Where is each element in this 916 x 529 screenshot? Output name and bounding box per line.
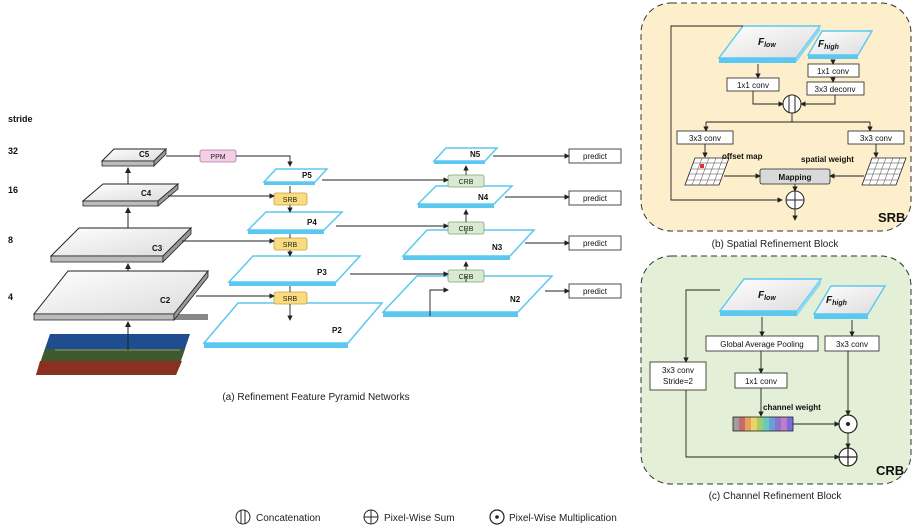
- srb-label-1: SRB: [283, 197, 298, 204]
- legend-mult-icon: [489, 509, 505, 525]
- stride-header: stride: [8, 114, 33, 124]
- p3-label: P3: [317, 268, 327, 277]
- srb-box-2: SRB: [273, 237, 308, 251]
- backbone-c3: C3: [49, 227, 193, 263]
- offset-map-label: offset map: [722, 152, 763, 161]
- stride-4: 4: [8, 292, 13, 302]
- c2-label: C2: [160, 296, 171, 305]
- svg-text:Flow: Flow: [758, 290, 776, 302]
- crb-caption: (c) Channel Refinement Block: [709, 491, 843, 502]
- legend-concat-label: Concatenation: [256, 513, 321, 524]
- c4-label: C4: [141, 189, 152, 198]
- srb-f-high-subscript: high: [824, 44, 839, 51]
- svg-text:Fhigh: Fhigh: [826, 295, 847, 307]
- pyramid-p4: P4: [246, 211, 344, 234]
- offset-map-grid: [684, 157, 730, 186]
- spatial-weight-label: spatial weight: [801, 155, 854, 164]
- crb-conv1x1: 1x1 conv: [745, 377, 777, 386]
- srb-caption: (b) Spatial Refinement Block: [712, 239, 840, 250]
- predict-outputs: predict predict predict predict: [568, 148, 622, 299]
- pyramid-p2: P2: [202, 302, 384, 348]
- srb-title: SRB: [878, 210, 905, 225]
- crb-f-low-map: Flow: [718, 278, 823, 316]
- refined-n3: N3: [401, 229, 536, 260]
- srb-f-low-symbol: F: [758, 37, 765, 48]
- srb-conv1x1-high: 1x1 conv: [817, 67, 849, 76]
- crb-box-1: CRB: [447, 174, 485, 188]
- crb-f-high-symbol: F: [826, 295, 833, 306]
- n3-label: N3: [492, 243, 503, 252]
- srb-concat-icon: [782, 94, 802, 114]
- n2-label: N2: [510, 295, 521, 304]
- p4-label: P4: [307, 218, 317, 227]
- srb-f-high-symbol: F: [818, 39, 825, 50]
- spatial-weight-grid: [861, 157, 907, 186]
- ppm-box: PPM: [199, 149, 237, 163]
- crb-f-high-subscript: high: [832, 300, 847, 307]
- crb-panel: Flow Fhigh Global Average Pooling 3x3 co…: [640, 255, 912, 485]
- stride-16: 16: [8, 185, 18, 195]
- crb-f-low-subscript: low: [764, 295, 776, 302]
- srb-f-high-map: Fhigh: [806, 30, 874, 59]
- legend-mult-label: Pixel-Wise Multiplication: [509, 513, 617, 524]
- crb-title: CRB: [876, 463, 904, 478]
- srb-conv3x3-weight: 3x3 conv: [860, 134, 892, 143]
- backbone-c2: C2: [32, 269, 210, 322]
- crb-gap: Global Average Pooling: [720, 340, 803, 349]
- crb-f-high-map: Fhigh: [812, 285, 887, 319]
- legend-sum-label: Pixel-Wise Sum: [384, 513, 455, 524]
- srb-box-1: SRB: [273, 192, 308, 206]
- svg-text:Flow: Flow: [758, 37, 776, 49]
- stride-8: 8: [8, 235, 13, 245]
- channel-weight-vector: [732, 416, 794, 432]
- rfpn-caption: (a) Refinement Feature Pyramid Networks: [222, 392, 409, 403]
- predict-label-2: predict: [583, 194, 608, 203]
- c3-label: C3: [152, 244, 163, 253]
- crb-f-low-symbol: F: [758, 290, 765, 301]
- predict-label-3: predict: [583, 239, 608, 248]
- srb-f-low-subscript: low: [764, 42, 776, 49]
- svg-text:Fhigh: Fhigh: [818, 39, 839, 51]
- p2-label: P2: [332, 326, 342, 335]
- srb-conv1x1-low: 1x1 conv: [737, 81, 769, 90]
- crb-sum-icon: [838, 447, 858, 467]
- crb-conv3x3: 3x3 conv: [836, 340, 868, 349]
- c5-label: C5: [139, 150, 150, 159]
- n5-label: N5: [470, 150, 481, 159]
- n4-label: N4: [478, 193, 489, 202]
- crb-conv-stride-line2: Stride=2: [663, 377, 694, 386]
- input-image: [36, 334, 190, 375]
- pyramid-p3: P3: [227, 255, 362, 286]
- legend-sum-icon: [363, 509, 379, 525]
- srb-label-2: SRB: [283, 242, 298, 249]
- p5-label: P5: [302, 171, 312, 180]
- pyramid-p5: P5: [262, 168, 329, 185]
- rfpn-panel: stride 32 16 8 4 C2 C3: [8, 114, 622, 403]
- stride-32: 32: [8, 146, 18, 156]
- mapping-label: Mapping: [779, 173, 812, 182]
- srb-panel: Flow Fhigh 1x1 conv 1x1 conv 3x3 deconv: [640, 2, 912, 232]
- srb-f-low-map: Flow: [717, 25, 822, 63]
- srb-box-3: SRB: [273, 291, 308, 305]
- backbone-c4: C4: [81, 183, 180, 207]
- srb-deconv3x3: 3x3 deconv: [815, 85, 856, 94]
- predict-label-1: predict: [583, 152, 608, 161]
- refined-n4: N4: [416, 185, 514, 208]
- ppm-label: PPM: [210, 154, 225, 161]
- srb-label-3: SRB: [283, 296, 298, 303]
- legend: Concatenation Pixel-Wise Sum Pixel-Wise …: [235, 509, 617, 525]
- predict-label-4: predict: [583, 287, 608, 296]
- backbone-c5: C5: [100, 148, 168, 167]
- srb-sum-icon: [785, 190, 805, 210]
- refined-n2: N2: [381, 275, 554, 317]
- channel-weight-label: channel weight: [763, 403, 821, 412]
- refined-n5: N5: [432, 147, 499, 164]
- crb-conv-stride-line1: 3x3 conv: [662, 366, 694, 375]
- crb-mult-icon: [838, 414, 858, 434]
- crb-label-2: CRB: [459, 226, 474, 233]
- legend-concat-icon: [235, 509, 251, 525]
- crb-label-1: CRB: [459, 179, 474, 186]
- srb-conv3x3-offset: 3x3 conv: [689, 134, 721, 143]
